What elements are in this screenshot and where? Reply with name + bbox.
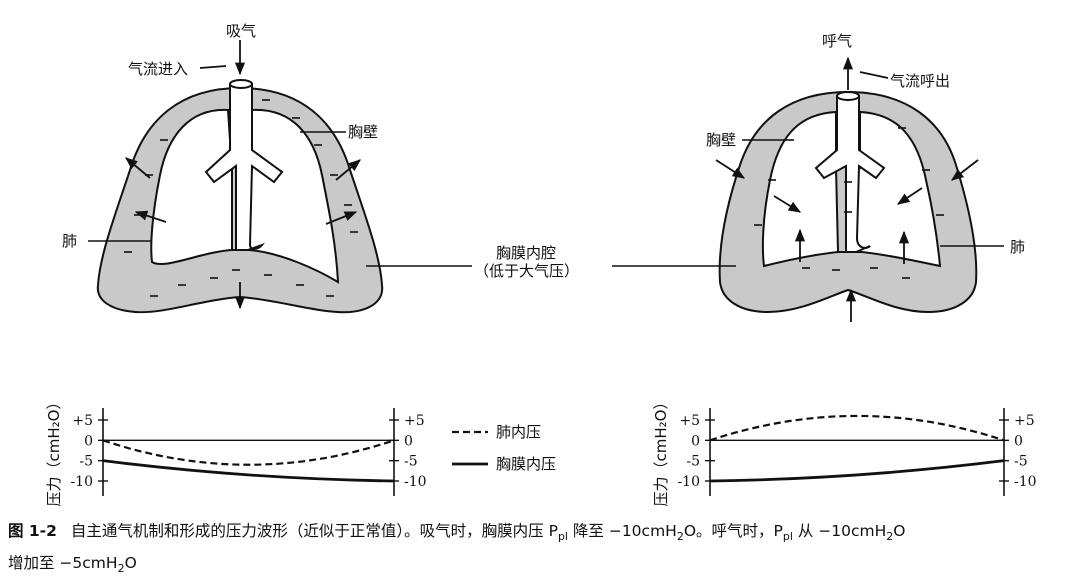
- y-axis-title: 压力（cmH₂O）: [45, 395, 63, 507]
- tick-label: -5: [79, 454, 93, 470]
- tick-label: -10: [1014, 474, 1037, 490]
- caption-sub-2: 2: [677, 530, 684, 543]
- caption-text-2: 降至 −10cmH: [568, 522, 677, 540]
- caption-text-1: 自主通气机制和形成的压力波形（近似于正常值）。吸气时，胸膜内压 P: [71, 522, 558, 540]
- tick-label: -5: [1014, 454, 1028, 470]
- lung-label-right: 肺: [1010, 238, 1025, 256]
- lung-label-left: 肺: [62, 232, 77, 250]
- inhale-label: 吸气: [226, 22, 256, 40]
- tick-label: 0: [404, 433, 413, 449]
- airflow-out-label: 气流呼出: [890, 72, 950, 90]
- exhale-label: 呼气: [822, 32, 852, 50]
- caption-text-7: O: [125, 554, 137, 572]
- tick-label: -5: [686, 454, 700, 470]
- tick-label: 0: [84, 433, 93, 449]
- inspiration-diagram: 吸气 气流进入 胸壁 肺: [62, 22, 382, 312]
- caption-sub-3: pl: [783, 530, 793, 543]
- alveolar-pressure-line: [103, 440, 394, 464]
- pleural-pressure-line: [710, 461, 1004, 481]
- pleural-space-title: 胸膜内腔: [496, 244, 556, 262]
- tick-label: +5: [1014, 413, 1035, 429]
- y-axis-title: 压力（cmH₂O）: [652, 395, 670, 507]
- expiration-diagram: 呼气 气流呼出 胸壁 肺: [706, 32, 1025, 322]
- caption-text-4: 从 −10cmH: [793, 522, 886, 540]
- tick-label: +5: [404, 413, 425, 429]
- caption-sub-5: 2: [118, 562, 125, 575]
- figure-number: 图 1-2: [8, 522, 57, 540]
- caption-text-3: O。呼气时，P: [684, 522, 783, 540]
- caption-text-6: 增加至 −5cmH: [8, 554, 118, 572]
- tick-label: +5: [679, 413, 700, 429]
- chest-wall-label-right: 胸壁: [706, 131, 736, 149]
- alveolar-pressure-line: [710, 416, 1004, 440]
- tick-label: -10: [677, 474, 700, 490]
- tick-label: -10: [70, 474, 93, 490]
- caption-sub-1: pl: [558, 530, 568, 543]
- tick-label: +5: [72, 413, 93, 429]
- pleural-space-label: 胸膜内腔 （低于大气压）: [366, 244, 736, 280]
- tick-label: -5: [404, 454, 418, 470]
- legend-alveolar-label: 肺内压: [496, 423, 541, 441]
- pressure-legend: 肺内压 胸膜内压: [452, 423, 556, 473]
- expiration-pressure-chart: +5 +5 0 0 -5 -5 -10 -10 压力（cmH₂O）: [652, 395, 1037, 507]
- chest-wall-label-left: 胸壁: [348, 123, 378, 141]
- tick-label: 0: [691, 433, 700, 449]
- airflow-in-label: 气流进入: [128, 60, 188, 78]
- inspiration-pressure-chart: +5 +5 0 0 -5 -5 -10 -10 压力（cmH₂O）: [45, 395, 427, 507]
- tick-label: -10: [404, 474, 427, 490]
- pleural-space-note: （低于大气压）: [474, 262, 579, 280]
- tick-label: 0: [1014, 433, 1023, 449]
- caption-text-5: O: [893, 522, 905, 540]
- legend-pleural-label: 胸膜内压: [496, 455, 556, 473]
